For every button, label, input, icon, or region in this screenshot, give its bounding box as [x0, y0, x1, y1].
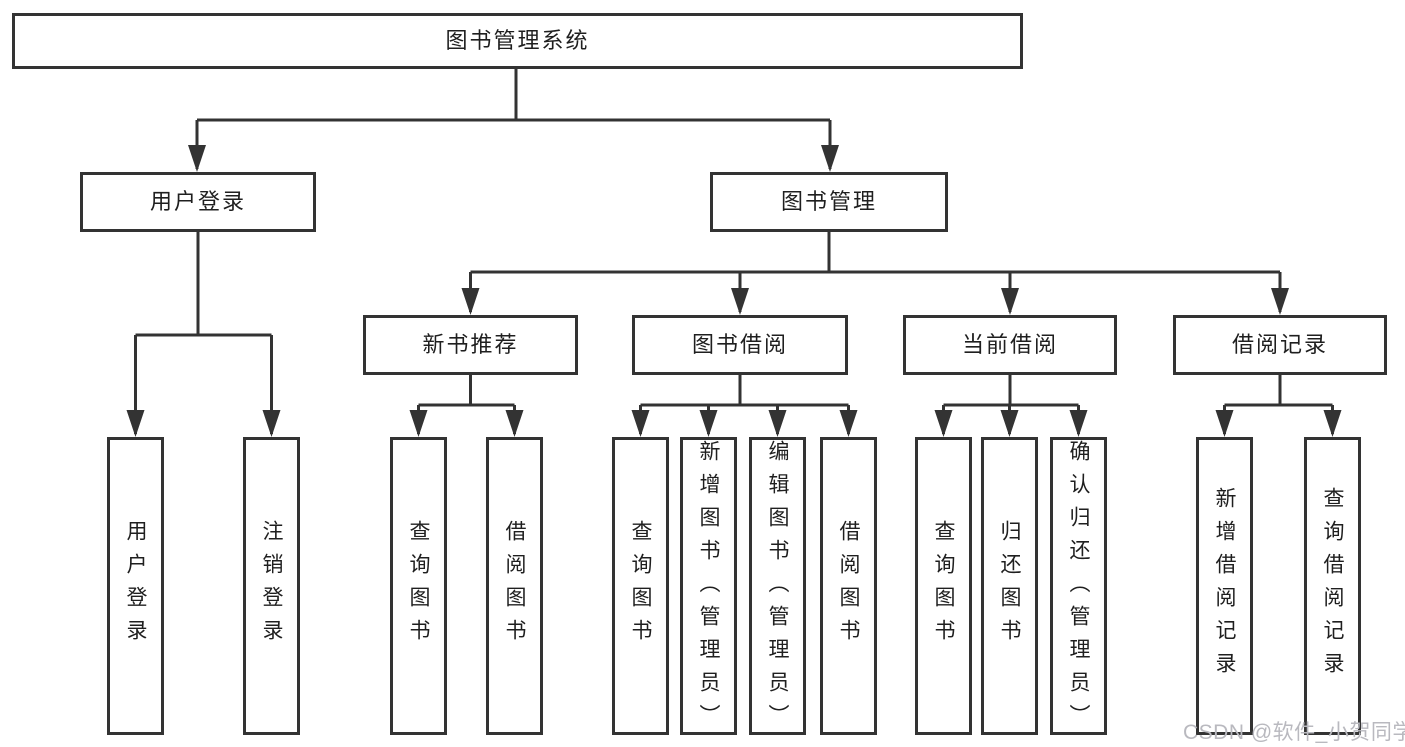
node-query-books-borrowing: 查询图书	[612, 437, 669, 735]
node-edit-books-admin: 编辑图书（管理员）	[749, 437, 806, 737]
node-add-borrow-record: 新增借阅记录	[1196, 437, 1253, 735]
node-query-books-recommend: 查询图书	[390, 437, 447, 735]
node-user-login-leaf: 用户登录	[107, 437, 164, 735]
csdn-watermark: CSDN @软件_小贺同学	[1183, 721, 1405, 744]
node-user-login: 用户登录	[80, 172, 316, 232]
node-query-borrow-record: 查询借阅记录	[1304, 437, 1361, 735]
node-confirm-return-admin: 确认归还（管理员）	[1050, 437, 1107, 737]
node-borrow-books-borrowing: 借阅图书	[820, 437, 877, 735]
node-book-management: 图书管理	[710, 172, 948, 232]
node-return-books: 归还图书	[981, 437, 1038, 735]
node-add-books-admin: 新增图书（管理员）	[680, 437, 737, 737]
node-query-books-current: 查询图书	[915, 437, 972, 735]
node-current-borrowing: 当前借阅	[903, 315, 1117, 375]
node-borrowing-records: 借阅记录	[1173, 315, 1387, 375]
node-new-book-recommendation: 新书推荐	[363, 315, 578, 375]
node-logout-leaf: 注销登录	[243, 437, 300, 735]
node-library-management-system: 图书管理系统	[12, 13, 1023, 69]
node-borrow-books-recommend: 借阅图书	[486, 437, 543, 735]
node-book-borrowing: 图书借阅	[632, 315, 848, 375]
